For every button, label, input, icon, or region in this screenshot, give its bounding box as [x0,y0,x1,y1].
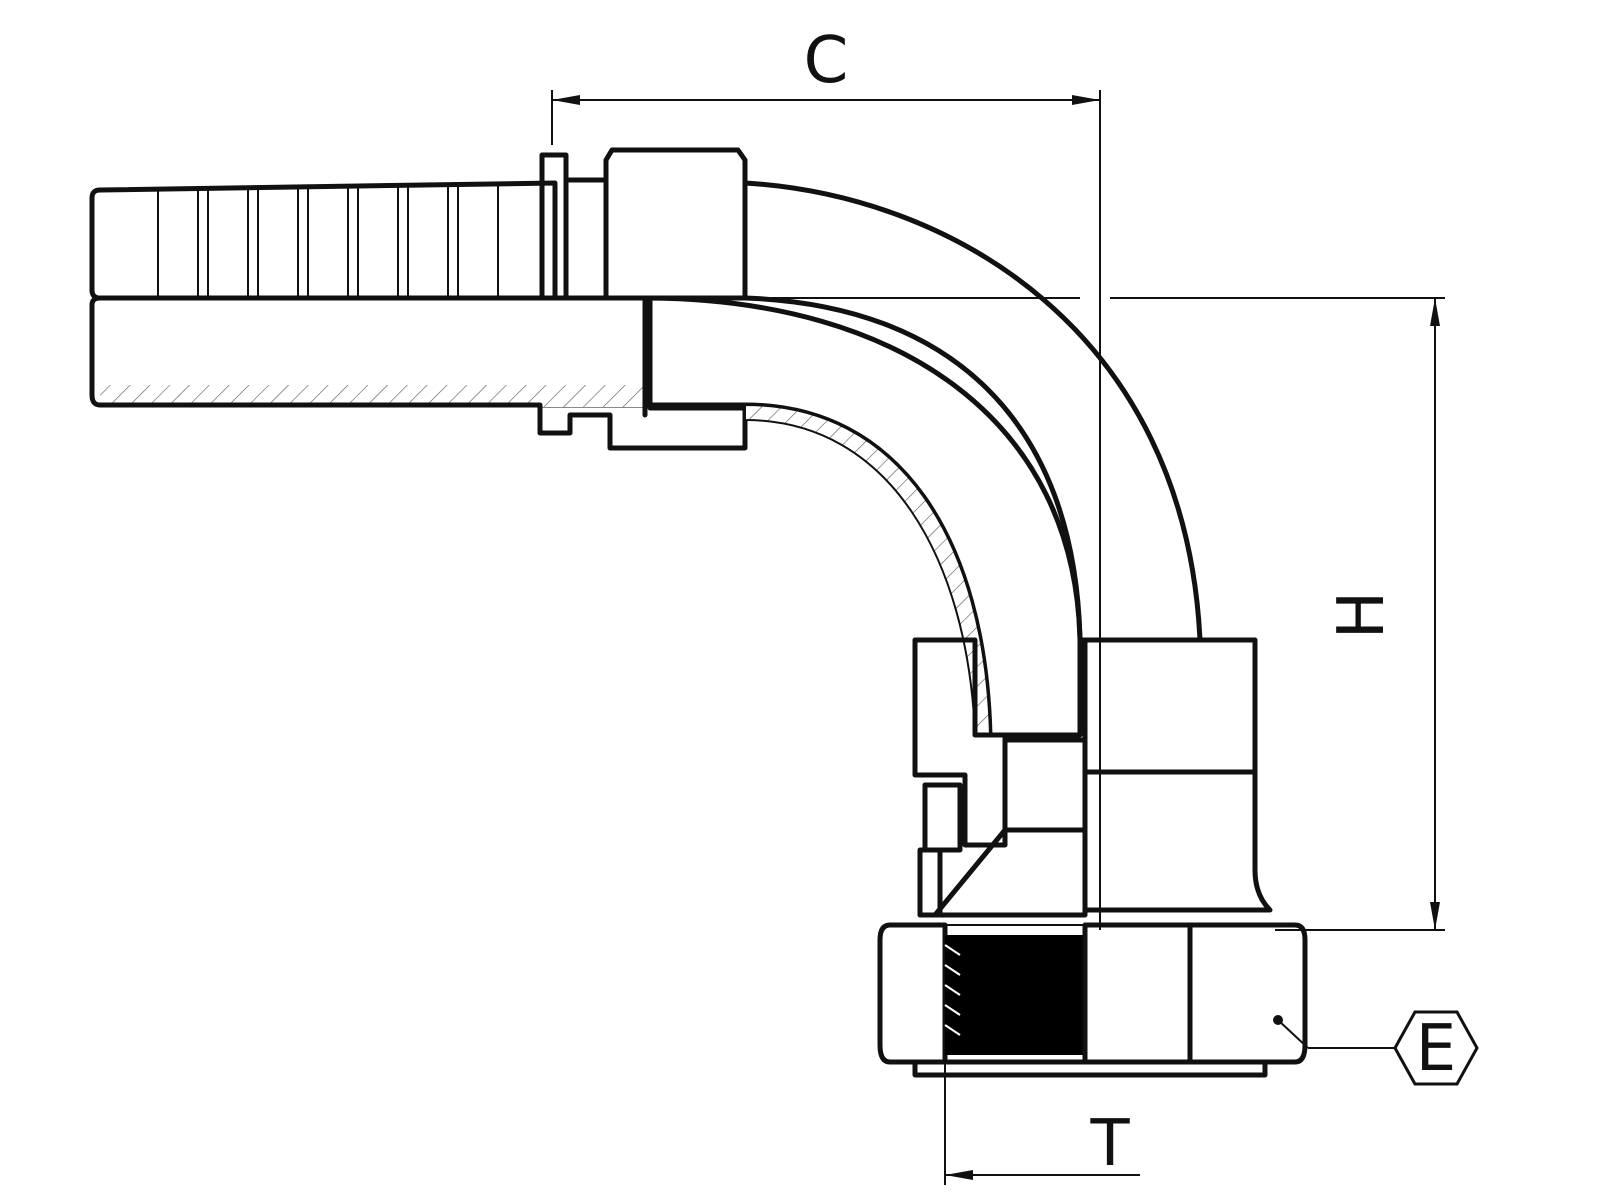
ferrule-lower [912,637,1273,918]
label-e: E [1416,1012,1456,1086]
thread-section [945,935,1085,1055]
dimension-t [944,1062,1140,1185]
dimension-c [551,90,1101,930]
hose-tail-shank [89,152,609,301]
swivel-nut [877,922,1308,1078]
hex-face-1 [1082,922,1193,1065]
shank-section [89,295,748,451]
ferrule-upper [603,147,748,301]
hex-symbol-e [1393,1010,1479,1086]
label-t: T [1089,1107,1130,1181]
label-h: H [1325,591,1399,639]
hex-face-2 [1187,922,1308,1065]
dimension-h [1110,297,1445,931]
dimension-e-leader [1273,1010,1479,1086]
label-c: C [804,24,849,98]
elbow-bend [647,180,1203,738]
hose-tail-serrations [157,185,499,297]
